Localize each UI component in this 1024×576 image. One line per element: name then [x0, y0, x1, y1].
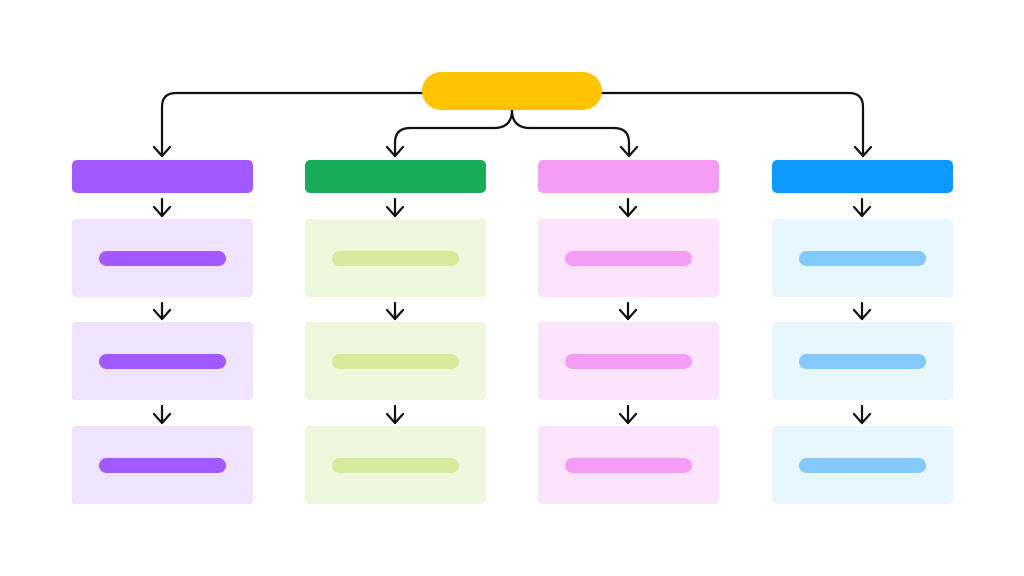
column-header-2[interactable]	[305, 160, 486, 193]
arrowhead-col1-card3	[152, 412, 172, 425]
process-card[interactable]	[72, 426, 253, 504]
process-card[interactable]	[72, 322, 253, 400]
connector-root-to-col2	[393, 108, 514, 158]
text-placeholder-bar	[565, 251, 692, 266]
arrowhead-col4-card2	[852, 308, 872, 321]
connector-root-to-col4	[600, 91, 865, 158]
column-header-4[interactable]	[772, 160, 953, 193]
arrowhead-into-header-2	[385, 145, 405, 158]
arrowhead-into-header-1	[152, 145, 172, 158]
text-placeholder-bar	[99, 458, 226, 473]
process-card[interactable]	[538, 322, 719, 400]
process-card[interactable]	[72, 219, 253, 297]
arrowhead-col2-card2	[385, 308, 405, 321]
arrowhead-col4-card3	[852, 412, 872, 425]
text-placeholder-bar	[799, 251, 926, 266]
process-card[interactable]	[538, 426, 719, 504]
column-header-1[interactable]	[72, 160, 253, 193]
process-card[interactable]	[538, 219, 719, 297]
process-card[interactable]	[305, 426, 486, 504]
text-placeholder-bar	[565, 354, 692, 369]
arrowhead-into-header-3	[619, 145, 639, 158]
text-placeholder-bar	[332, 354, 459, 369]
text-placeholder-bar	[99, 354, 226, 369]
arrowhead-into-header-4	[853, 145, 873, 158]
arrowhead-col2-card3	[385, 412, 405, 425]
arrowhead-col1-card2	[152, 308, 172, 321]
arrowhead-col3-card3	[618, 412, 638, 425]
arrowhead-col1-card1	[152, 205, 172, 218]
connector-root-to-col3	[510, 108, 631, 158]
process-card[interactable]	[772, 219, 953, 297]
text-placeholder-bar	[565, 458, 692, 473]
arrowhead-col4-card1	[852, 205, 872, 218]
arrowhead-col3-card2	[618, 308, 638, 321]
process-card[interactable]	[772, 426, 953, 504]
arrowhead-col2-card1	[385, 205, 405, 218]
process-card[interactable]	[305, 219, 486, 297]
arrowhead-col3-card1	[618, 205, 638, 218]
process-card[interactable]	[305, 322, 486, 400]
root-node[interactable]	[422, 72, 602, 110]
text-placeholder-bar	[799, 458, 926, 473]
text-placeholder-bar	[332, 251, 459, 266]
text-placeholder-bar	[99, 251, 226, 266]
connector-root-to-col1	[160, 91, 424, 158]
column-header-3[interactable]	[538, 160, 719, 193]
process-card[interactable]	[772, 322, 953, 400]
text-placeholder-bar	[332, 458, 459, 473]
text-placeholder-bar	[799, 354, 926, 369]
